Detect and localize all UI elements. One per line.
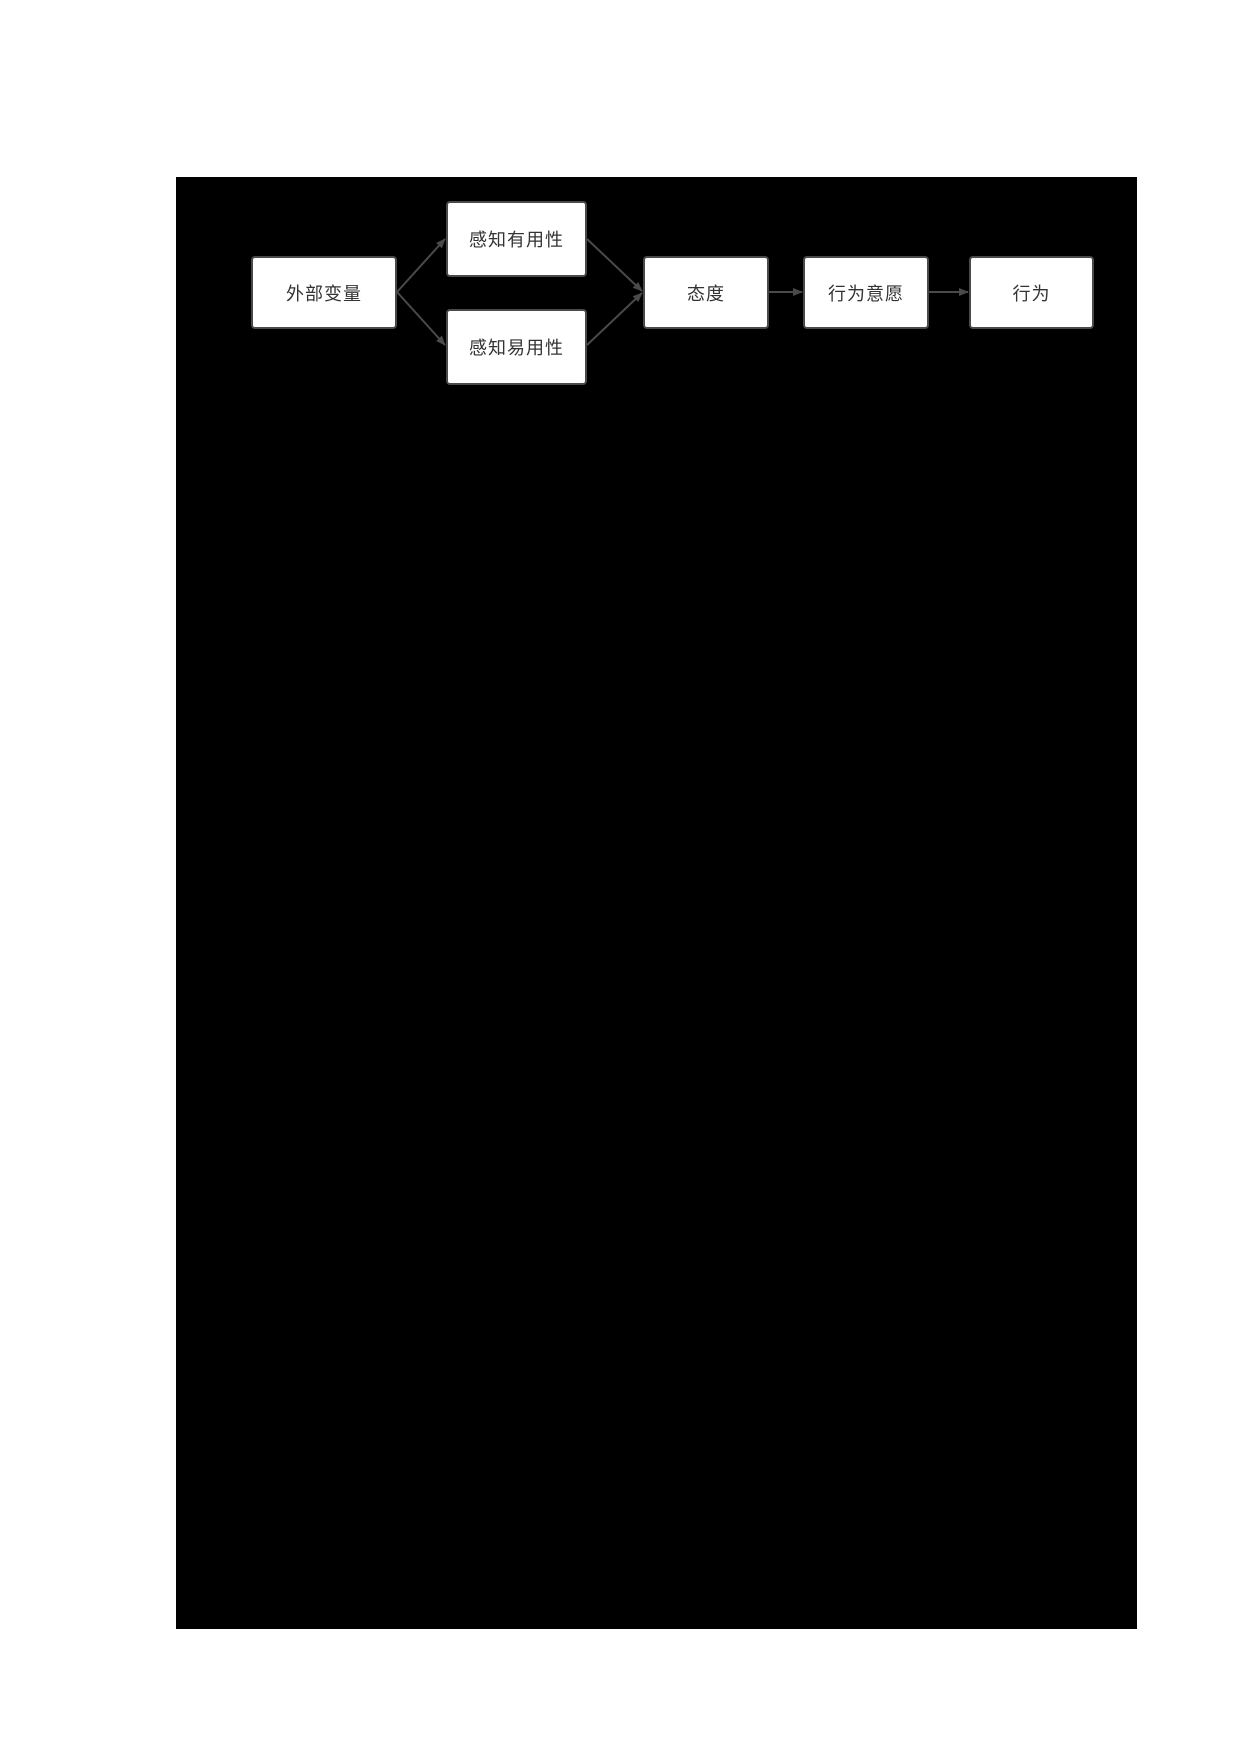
node-behavior: 行为: [969, 256, 1094, 329]
node-perceived-usefulness: 感知有用性: [446, 201, 587, 277]
node-behavioral-intention: 行为意愿: [803, 256, 929, 329]
node-external-variables: 外部变量: [251, 256, 397, 329]
node-attitude: 态度: [643, 256, 769, 329]
node-label: 外部变量: [286, 283, 362, 305]
node-label: 行为意愿: [828, 283, 904, 305]
diagram-canvas: [176, 177, 1137, 1629]
node-label: 感知有用性: [469, 230, 564, 251]
node-label: 态度: [687, 283, 725, 305]
node-label: 感知易用性: [469, 338, 564, 359]
node-label: 行为: [1012, 283, 1051, 305]
node-perceived-ease-of-use: 感知易用性: [446, 309, 587, 385]
